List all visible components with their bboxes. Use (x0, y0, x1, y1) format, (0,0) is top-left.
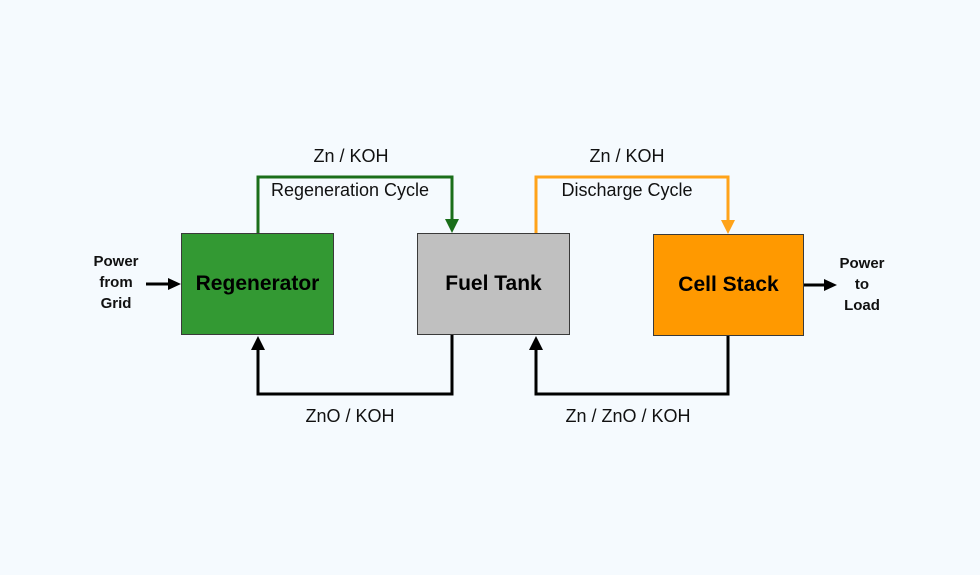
discharge-flow-arrow (534, 175, 735, 234)
power-input-arrow (146, 278, 181, 290)
power-from-grid-label: Power from Grid (93, 253, 139, 312)
fuel-tank-label: Fuel Tank (445, 272, 542, 295)
fuel-tank-box: Fuel Tank (417, 233, 570, 335)
cell-stack-box: Cell Stack (653, 234, 804, 336)
tank-to-regenerator-label: ZnO / KOH (305, 406, 395, 426)
regeneration-flow-arrow (256, 175, 459, 233)
regeneration-cycle-label: Regeneration Cycle (270, 180, 430, 200)
stack-to-tank-label: Zn / ZnO / KOH (565, 406, 691, 426)
regeneration-medium-label: Zn / KOH (313, 146, 389, 166)
cell-stack-label: Cell Stack (678, 273, 779, 296)
stack-to-tank-arrow (529, 336, 730, 396)
regenerator-label: Regenerator (195, 272, 320, 295)
power-output-arrow (804, 279, 837, 291)
discharge-medium-label: Zn / KOH (589, 146, 665, 166)
power-to-load-label: Power to Load (839, 255, 885, 314)
regenerator-box: Regenerator (181, 233, 334, 335)
discharge-cycle-label: Discharge Cycle (561, 180, 693, 200)
tank-to-regenerator-arrow (251, 335, 454, 396)
